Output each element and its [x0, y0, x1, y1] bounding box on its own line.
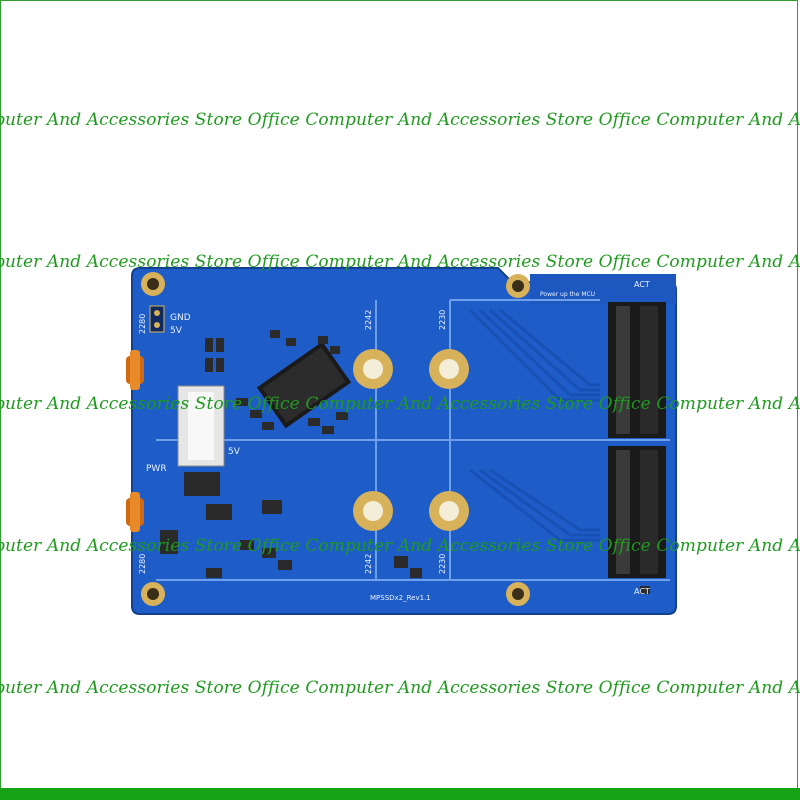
m2-slot-top [608, 302, 666, 438]
silk-gnd: GND [170, 313, 191, 323]
silk-act-bottom: ACT [634, 587, 650, 596]
m2-slot-bottom [608, 446, 666, 578]
controller-chip [256, 341, 352, 429]
standoff-screws [126, 350, 144, 532]
silk-2280-bottom: 2280 [138, 554, 147, 574]
silk-power-note: Power up the MCU [540, 291, 595, 298]
silk-2242-top: 2242 [364, 310, 373, 330]
pin-header [149, 305, 165, 333]
watermark-line-4: puter And Accessories Store Office Compu… [0, 536, 800, 556]
silk-2280-top: 2280 [138, 314, 147, 334]
silk-pwr: PWR [146, 464, 167, 474]
silk-2242-bottom: 2242 [364, 554, 373, 574]
watermark-line-1: puter And Accessories Store Office Compu… [0, 110, 800, 130]
silk-5v-b: 5V [228, 447, 241, 457]
silk-5v: 5V [170, 326, 183, 336]
watermark-line-5: puter And Accessories Store Office Compu… [0, 678, 800, 698]
mounting-holes [141, 272, 530, 606]
silk-2230-top: 2230 [438, 310, 447, 330]
bottom-accent-bar [0, 788, 800, 800]
silk-2230-bottom: 2230 [438, 554, 447, 574]
smd-components [160, 330, 650, 594]
silk-act-top: ACT [634, 280, 650, 289]
silk-rev: MPSSDx2_Rev1.1 [370, 594, 431, 602]
watermark-line-2: puter And Accessories Store Office Compu… [0, 252, 800, 272]
watermark-line-3: puter And Accessories Store Office Compu… [0, 394, 800, 414]
